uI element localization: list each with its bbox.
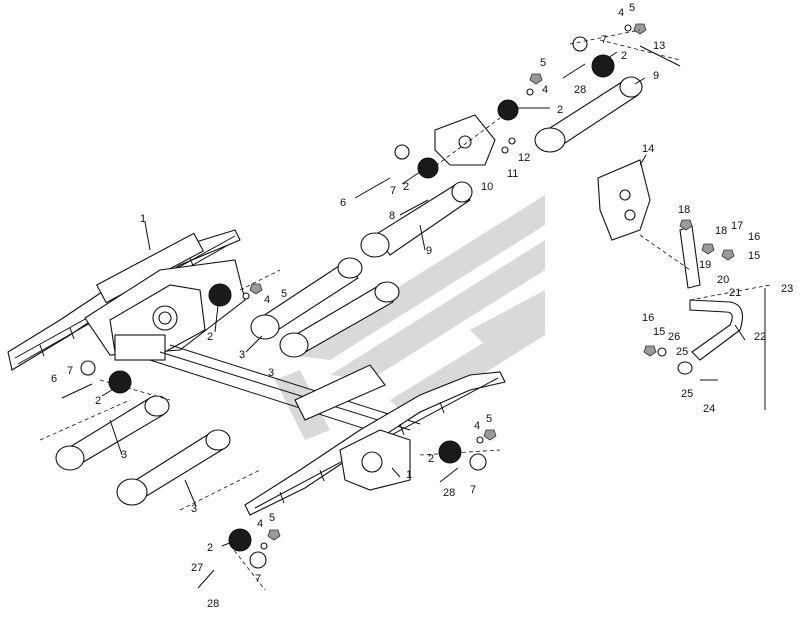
torque-rod-3d xyxy=(116,429,231,506)
callout-3: 3 xyxy=(191,503,197,515)
callout-12: 12 xyxy=(518,152,530,164)
callout-28: 28 xyxy=(207,598,219,610)
callout-4: 4 xyxy=(264,294,270,306)
callout-16: 16 xyxy=(642,312,654,324)
callout-1: 1 xyxy=(140,213,146,225)
callout-2: 2 xyxy=(207,542,213,554)
callout-5: 5 xyxy=(540,57,546,69)
callout-15: 15 xyxy=(748,250,760,262)
callout-2: 2 xyxy=(621,50,627,62)
torque-rod-3c xyxy=(55,395,170,471)
callout-7: 7 xyxy=(390,185,396,197)
callout-3: 3 xyxy=(239,349,245,361)
callout-8: 8 xyxy=(389,210,395,222)
callout-14: 14 xyxy=(642,143,654,155)
bushing-2-group xyxy=(108,54,615,552)
callout-7: 7 xyxy=(67,365,73,377)
callout-6: 6 xyxy=(340,197,346,209)
callout-17: 17 xyxy=(731,220,743,232)
callout-7: 7 xyxy=(470,484,476,496)
upper-torque-rod-9b xyxy=(534,76,643,153)
callout-15: 15 xyxy=(653,326,665,338)
callout-5: 5 xyxy=(281,288,287,300)
callout-28: 28 xyxy=(574,84,586,96)
bolt-group xyxy=(61,63,718,589)
callout-4: 4 xyxy=(257,518,263,530)
callout-2: 2 xyxy=(557,104,563,116)
callout-2: 2 xyxy=(207,331,213,343)
callout-2: 2 xyxy=(403,181,409,193)
callout-3: 3 xyxy=(121,449,127,461)
callout-9: 9 xyxy=(653,70,659,82)
callout-21: 21 xyxy=(729,287,741,299)
callout-23: 23 xyxy=(781,283,793,295)
callout-22: 22 xyxy=(754,331,766,343)
callout-4: 4 xyxy=(474,420,480,432)
callout-9: 9 xyxy=(426,245,432,257)
callout-5: 5 xyxy=(629,2,635,14)
callout-2: 2 xyxy=(95,395,101,407)
upper-torque-rod-9a xyxy=(360,181,473,258)
callout-11: 11 xyxy=(507,168,518,180)
torque-rod-3a xyxy=(250,257,363,340)
callout-16: 16 xyxy=(748,231,760,243)
callout-4: 4 xyxy=(618,7,624,19)
callout-25: 25 xyxy=(681,388,693,400)
callout-18: 18 xyxy=(678,204,690,216)
fastener-group xyxy=(80,23,735,569)
callout-5: 5 xyxy=(486,413,492,425)
assembly-guide-lines xyxy=(39,29,771,591)
callout-3: 3 xyxy=(268,367,274,379)
callout-25: 25 xyxy=(676,346,688,358)
callout-4: 4 xyxy=(542,84,548,96)
callout-26: 26 xyxy=(668,331,680,343)
callout-1: 1 xyxy=(406,469,412,481)
callout-5: 5 xyxy=(269,512,275,524)
callout-19: 19 xyxy=(699,259,711,271)
stabilizer-assembly xyxy=(677,225,743,375)
stabilizer-bracket-14 xyxy=(597,159,651,241)
callout-6: 6 xyxy=(51,373,57,385)
callout-24: 24 xyxy=(703,403,715,415)
bracket-10 xyxy=(434,114,496,166)
callout-18: 18 xyxy=(715,225,727,237)
callout-2: 2 xyxy=(428,453,434,465)
leaf-spring-right xyxy=(244,364,506,516)
bogie-frame xyxy=(84,259,421,441)
callout-labels: 1 1 2 2 2 2 2 2 2 3 3 3 3 4 4 4 4 4 5 5 … xyxy=(51,2,793,610)
torque-rod-3b xyxy=(279,281,400,358)
callout-7: 7 xyxy=(255,573,261,585)
callout-27: 27 xyxy=(191,562,203,574)
callout-20: 20 xyxy=(717,274,729,286)
leader-lines xyxy=(101,45,766,547)
callout-7: 7 xyxy=(601,34,607,46)
callout-13: 13 xyxy=(653,40,665,52)
callout-28: 28 xyxy=(443,487,455,499)
callout-10: 10 xyxy=(481,181,493,193)
